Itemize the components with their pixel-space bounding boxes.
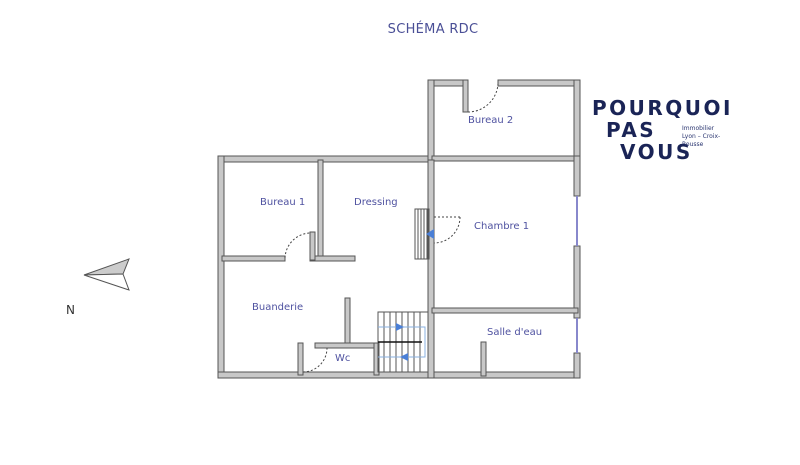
room-label-buanderie: Buanderie (252, 302, 304, 313)
logo-subtitle: Immobilier Lyon – Croix-Rousse (682, 125, 733, 149)
room-label-wc: Wc (335, 353, 351, 364)
room-label-bureau-1: Bureau 1 (260, 197, 306, 208)
north-label: N (66, 303, 75, 317)
north-arrow-icon (83, 258, 130, 291)
logo-line-2: PAS (606, 118, 657, 142)
plan-title: SCHÉMA RDC (387, 22, 479, 37)
room-label-dressing: Dressing (354, 197, 398, 208)
logo-sub-2: Lyon – Croix-Rousse (682, 133, 721, 148)
logo-sub-1: Immobilier (682, 125, 715, 132)
logo-line-3: VOUS (620, 140, 693, 164)
room-label-bureau-2: Bureau 2 (468, 115, 514, 126)
room-label-chambre-1: Chambre 1 (474, 221, 530, 232)
logo-line-1: POURQUOI (592, 96, 733, 120)
brand-logo: POURQUOI PAS VOUS Immobilier Lyon – Croi… (592, 97, 733, 163)
room-label-salle-deau: Salle d'eau (487, 327, 543, 338)
